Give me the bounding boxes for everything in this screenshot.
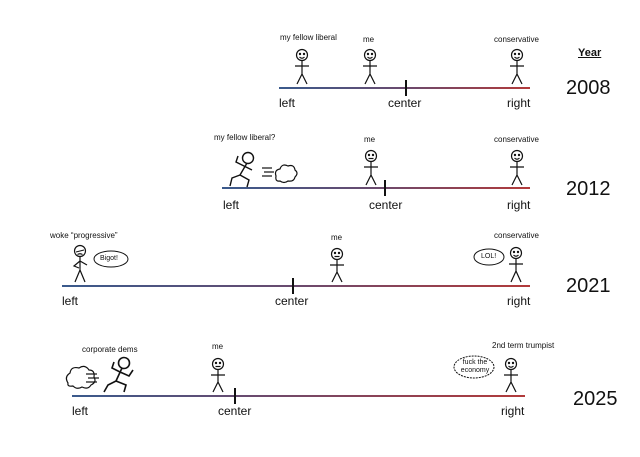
label-conservative: conservative — [494, 35, 539, 44]
label-me: me — [331, 233, 343, 242]
label-conservative: conservative — [494, 231, 539, 240]
label-me: me — [363, 35, 375, 44]
running-figure-fellow-liberal — [229, 151, 255, 188]
axis-label-right: right — [507, 294, 531, 308]
dust-cloud-icon — [65, 365, 96, 389]
stick-figure-me — [211, 357, 225, 393]
axis-label-left: left — [223, 198, 240, 212]
speech-bubble-bigot — [93, 250, 129, 268]
label-corporate-dems: corporate dems — [82, 345, 138, 354]
label-conservative: conservative — [494, 135, 539, 144]
year-label: 2025 — [573, 388, 618, 410]
label-2nd-term-trumpist: 2nd term trumpist — [492, 341, 555, 350]
speech-bubble-lol-text: LOL! — [481, 253, 497, 260]
speech-bubble-lol — [473, 248, 505, 266]
stick-figure-me — [330, 247, 344, 283]
label-me: me — [364, 135, 376, 144]
label-fellow-liberal: my fellow liberal? — [214, 133, 276, 142]
axis-label-right: right — [507, 198, 531, 212]
label-fellow-liberal: my fellow liberal — [280, 33, 337, 42]
speech-bubble-economy-text: fuck the economy — [460, 359, 490, 374]
stick-figure-me — [364, 149, 378, 186]
stick-figure-woke — [72, 244, 88, 283]
running-figure-corporate-dems — [103, 356, 134, 393]
axis-label-center: center — [388, 96, 422, 110]
year-label: 2008 — [566, 77, 611, 99]
stick-figure-trumpist — [504, 357, 518, 393]
stick-figure-fellow-liberal — [295, 48, 309, 85]
axis-label-right: right — [501, 404, 525, 418]
axis-label-center: center — [218, 404, 252, 418]
axis-label-left: left — [72, 404, 89, 418]
axis-label-center: center — [369, 198, 403, 212]
stick-figure-conservative — [510, 48, 524, 85]
speech-bubble-bigot-text: Bigot! — [100, 255, 118, 262]
stick-figure-conservative — [510, 149, 524, 186]
axis-label-left: left — [279, 96, 296, 110]
stick-figure-me — [363, 48, 377, 85]
year-column-header: Year — [578, 47, 602, 59]
axis-label-center: center — [275, 294, 309, 308]
speech-bubble-fuck-the-economy — [453, 355, 495, 379]
year-label: 2021 — [566, 275, 611, 297]
label-me: me — [212, 342, 224, 351]
year-label: 2012 — [566, 178, 611, 200]
motion-lines-icon — [262, 167, 274, 177]
dust-cloud-icon — [274, 164, 298, 184]
motion-lines-icon — [86, 373, 99, 383]
axis-label-right: right — [507, 96, 531, 110]
label-woke-progressive: woke “progressive” — [50, 231, 118, 240]
stick-figure-conservative — [509, 246, 523, 283]
axis-label-left: left — [62, 294, 79, 308]
